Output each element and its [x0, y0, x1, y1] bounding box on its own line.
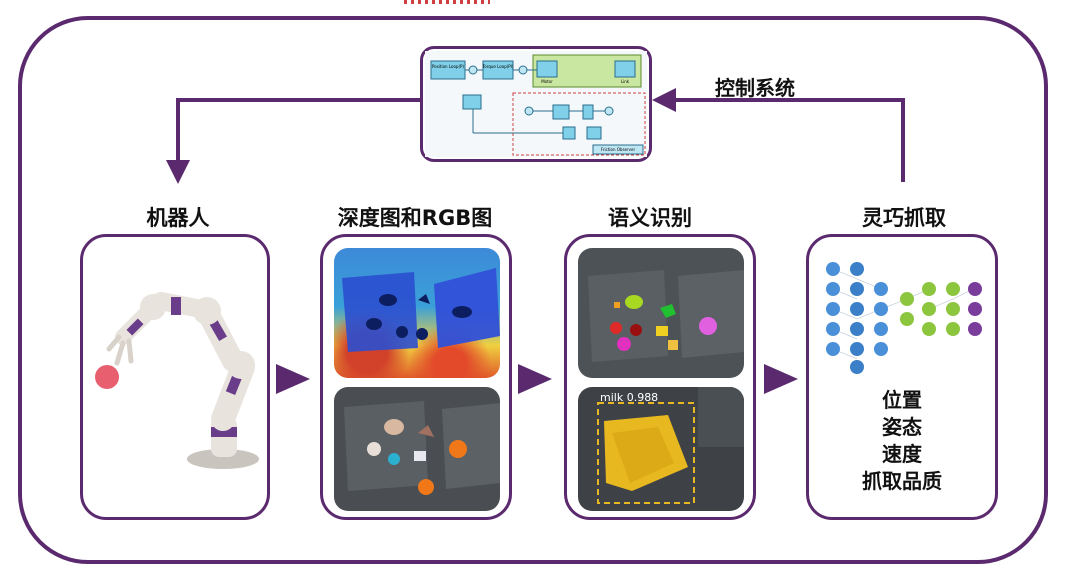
feedback-line: [668, 98, 905, 182]
detection-image: milk 0.988: [578, 387, 744, 511]
segmentation-image: [578, 248, 744, 378]
stage-label-depth-rgb: 深度图和RGB图: [337, 206, 493, 230]
stage-label-robot: 机器人: [146, 206, 210, 230]
torque-loop-text: Torque Loop(PI): [482, 64, 514, 69]
grasp-panel: 位置 姿态 速度 抓取品质: [806, 234, 998, 520]
rgb-image: [334, 387, 500, 511]
neural-network-icon: [826, 262, 982, 374]
command-line: [176, 98, 420, 164]
control-system-panel: Position Loop(P) Torque Loop(PI) Motor L…: [420, 46, 652, 162]
control-system-label: 控制系统: [715, 76, 795, 100]
robot-panel: [80, 234, 270, 520]
output-pose: 姿态: [882, 415, 922, 439]
arrow-robot-to-depth: [276, 364, 310, 394]
arrow-depth-to-semantic: [518, 364, 552, 394]
friction-observer-text: Friction Observer: [601, 147, 636, 152]
link-text: Link: [621, 79, 630, 84]
top-dotted-marker: [404, 0, 490, 4]
grasp-output-list: 位置 姿态 速度 抓取品质: [809, 387, 995, 495]
outer-frame: [18, 16, 1048, 564]
stage-label-semantic: 语义识别: [608, 206, 692, 230]
output-position: 位置: [882, 388, 922, 412]
position-loop-text: Position Loop(P): [432, 64, 464, 69]
depth-image: [334, 248, 500, 378]
semantic-panel: milk 0.988: [564, 234, 756, 520]
arrow-semantic-to-grasp: [764, 364, 798, 394]
depth-rgb-panel: [320, 234, 512, 520]
output-grasp-quality: 抓取品质: [862, 469, 942, 493]
detection-label: milk 0.988: [600, 391, 658, 404]
motor-text: Motor: [541, 79, 553, 84]
arrow-head-to-control: [652, 88, 676, 112]
arrow-head-to-robot: [166, 160, 190, 184]
output-velocity: 速度: [882, 442, 922, 466]
control-block-diagram: Position Loop(P) Torque Loop(PI) Motor L…: [425, 51, 647, 157]
stage-label-grasp: 灵巧抓取: [862, 206, 946, 230]
robot-arm-illustration: [95, 292, 259, 469]
